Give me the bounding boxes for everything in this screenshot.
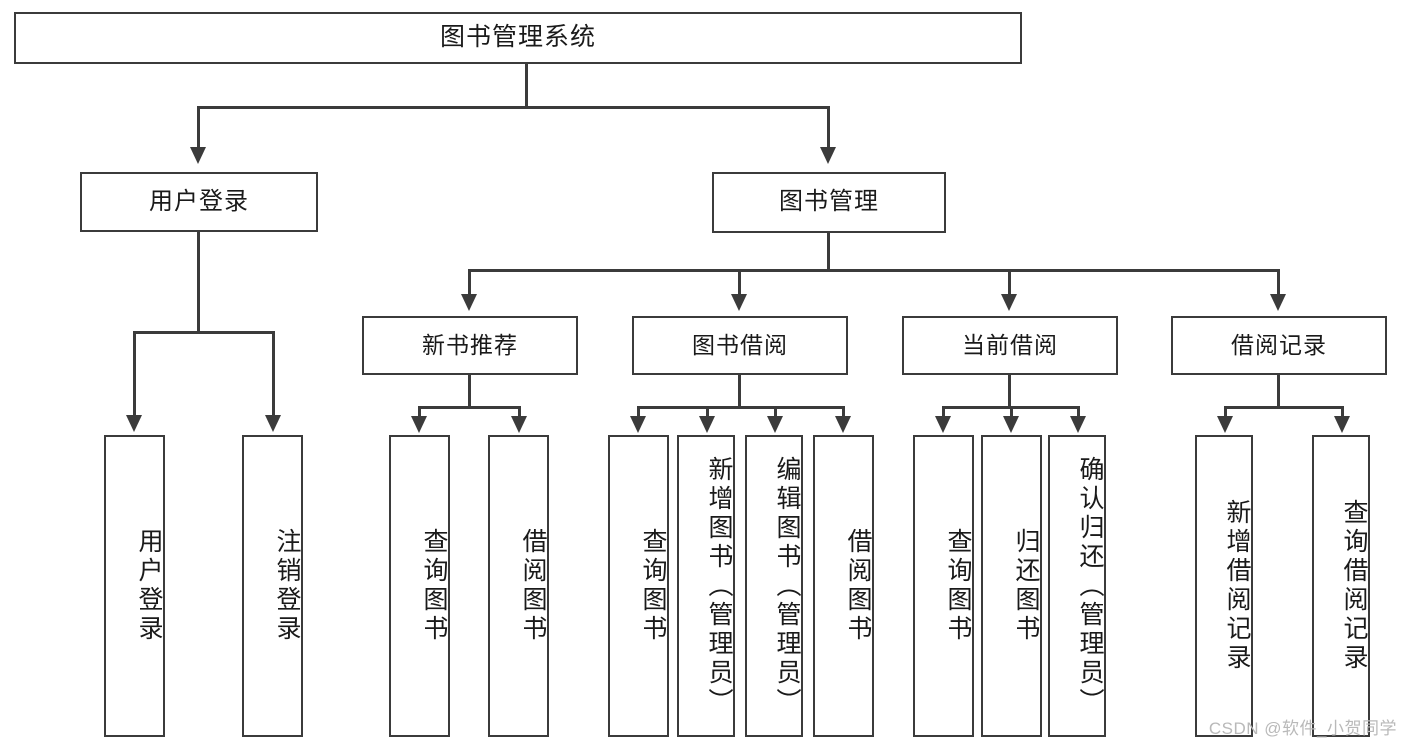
connector-borrow-record-child-2 — [1341, 406, 1344, 420]
arrow-book-borrow-child-1 — [630, 416, 646, 433]
connector-borrow-record-bar — [1224, 406, 1344, 409]
leaf-borrow-record-1-label: 新增借阅记录 — [1223, 499, 1251, 673]
connector-user-login-bar — [133, 331, 275, 334]
connector-new-book-bar — [418, 406, 521, 409]
leaf-current-borrow-3-label: 确认归还（管理员） — [1076, 455, 1104, 717]
connector-book-manage-child-2 — [738, 269, 741, 298]
connector-borrow-record-child-1 — [1224, 406, 1227, 420]
node-book-borrow[interactable]: 图书借阅 — [632, 316, 848, 375]
leaf-user-login-1[interactable]: 用户登录 — [104, 435, 165, 737]
node-new-book-recommend[interactable]: 新书推荐 — [362, 316, 578, 375]
connector-current-borrow-child-2 — [1010, 406, 1013, 420]
connector-book-borrow-bar — [637, 406, 845, 409]
connector-root-to-book-manage — [827, 106, 830, 149]
connector-book-borrow-child-2 — [706, 406, 709, 420]
connector-root-bar — [197, 106, 829, 109]
leaf-current-borrow-2-label: 归还图书 — [1012, 528, 1040, 644]
leaf-book-borrow-3-label: 编辑图书（管理员） — [773, 455, 801, 717]
connector-current-borrow-child-3 — [1077, 406, 1080, 420]
arrow-book-borrow-child-2 — [699, 416, 715, 433]
connector-current-borrow-child-1 — [942, 406, 945, 420]
node-book-manage-label: 图书管理 — [779, 188, 879, 216]
node-borrow-record-label: 借阅记录 — [1231, 331, 1327, 358]
node-book-borrow-label: 图书借阅 — [692, 331, 788, 358]
connector-user-login-child-1 — [133, 331, 136, 419]
arrow-book-borrow-child-4 — [835, 416, 851, 433]
connector-user-login-stem — [197, 232, 200, 333]
connector-user-login-child-2 — [272, 331, 275, 419]
connector-root-to-user-login — [197, 106, 200, 149]
connector-book-borrow-stem — [738, 375, 741, 409]
arrow-to-borrow-record — [1270, 294, 1286, 311]
leaf-book-borrow-1[interactable]: 查询图书 — [608, 435, 669, 737]
leaf-borrow-record-1[interactable]: 新增借阅记录 — [1195, 435, 1253, 737]
leaf-current-borrow-1-label: 查询图书 — [944, 528, 972, 644]
leaf-user-login-1-label: 用户登录 — [135, 528, 163, 644]
node-current-borrow[interactable]: 当前借阅 — [902, 316, 1118, 375]
connector-new-book-stem — [468, 375, 471, 409]
node-user-login[interactable]: 用户登录 — [80, 172, 318, 232]
connector-book-manage-stem — [827, 233, 830, 271]
connector-book-borrow-child-1 — [637, 406, 640, 420]
arrow-current-borrow-child-1 — [935, 416, 951, 433]
node-book-manage[interactable]: 图书管理 — [712, 172, 946, 233]
arrow-new-book-child-1 — [411, 416, 427, 433]
connector-book-manage-child-4 — [1277, 269, 1280, 298]
leaf-book-borrow-3[interactable]: 编辑图书（管理员） — [745, 435, 803, 737]
connector-book-manage-child-3 — [1008, 269, 1011, 298]
leaf-book-borrow-4-label: 借阅图书 — [844, 528, 872, 644]
leaf-book-borrow-1-label: 查询图书 — [639, 528, 667, 644]
leaf-current-borrow-1[interactable]: 查询图书 — [913, 435, 974, 737]
arrow-current-borrow-child-3 — [1070, 416, 1086, 433]
connector-book-manage-child-1 — [468, 269, 471, 298]
leaf-new-book-2-label: 借阅图书 — [519, 528, 547, 644]
leaf-new-book-2[interactable]: 借阅图书 — [488, 435, 549, 737]
connector-book-borrow-child-3 — [774, 406, 777, 420]
arrow-user-login-child-1 — [126, 415, 142, 432]
arrow-to-book-manage — [820, 147, 836, 164]
arrow-new-book-child-2 — [511, 416, 527, 433]
arrow-borrow-record-child-1 — [1217, 416, 1233, 433]
arrow-to-book-borrow — [731, 294, 747, 311]
leaf-new-book-1-label: 查询图书 — [420, 528, 448, 644]
leaf-borrow-record-2[interactable]: 查询借阅记录 — [1312, 435, 1370, 737]
arrow-current-borrow-child-2 — [1003, 416, 1019, 433]
leaf-new-book-1[interactable]: 查询图书 — [389, 435, 450, 737]
connector-root-stem — [525, 64, 528, 107]
arrow-book-borrow-child-3 — [767, 416, 783, 433]
arrow-borrow-record-child-2 — [1334, 416, 1350, 433]
leaf-book-borrow-2[interactable]: 新增图书（管理员） — [677, 435, 735, 737]
node-root[interactable]: 图书管理系统 — [14, 12, 1022, 64]
arrow-to-new-book-recommend — [461, 294, 477, 311]
leaf-user-login-2-label: 注销登录 — [273, 528, 301, 644]
node-root-label: 图书管理系统 — [439, 23, 596, 52]
arrow-to-user-login — [190, 147, 206, 164]
node-borrow-record[interactable]: 借阅记录 — [1171, 316, 1387, 375]
node-user-login-label: 用户登录 — [149, 187, 249, 215]
leaf-book-borrow-4[interactable]: 借阅图书 — [813, 435, 874, 737]
connector-current-borrow-stem — [1008, 375, 1011, 409]
connector-book-manage-bar — [468, 269, 1280, 272]
connector-new-book-child-2 — [518, 406, 521, 420]
leaf-book-borrow-2-label: 新增图书（管理员） — [705, 455, 733, 717]
arrow-to-current-borrow — [1001, 294, 1017, 311]
leaf-current-borrow-2[interactable]: 归还图书 — [981, 435, 1042, 737]
csdn-watermark: CSDN @软件_小贺同学 — [1208, 719, 1397, 738]
connector-new-book-child-1 — [418, 406, 421, 420]
connector-book-borrow-child-4 — [842, 406, 845, 420]
node-new-book-recommend-label: 新书推荐 — [422, 331, 518, 358]
arrow-user-login-child-2 — [265, 415, 281, 432]
leaf-borrow-record-2-label: 查询借阅记录 — [1340, 499, 1368, 673]
leaf-current-borrow-3[interactable]: 确认归还（管理员） — [1048, 435, 1106, 737]
connector-borrow-record-stem — [1277, 375, 1280, 409]
leaf-user-login-2[interactable]: 注销登录 — [242, 435, 303, 737]
node-current-borrow-label: 当前借阅 — [962, 331, 1058, 358]
